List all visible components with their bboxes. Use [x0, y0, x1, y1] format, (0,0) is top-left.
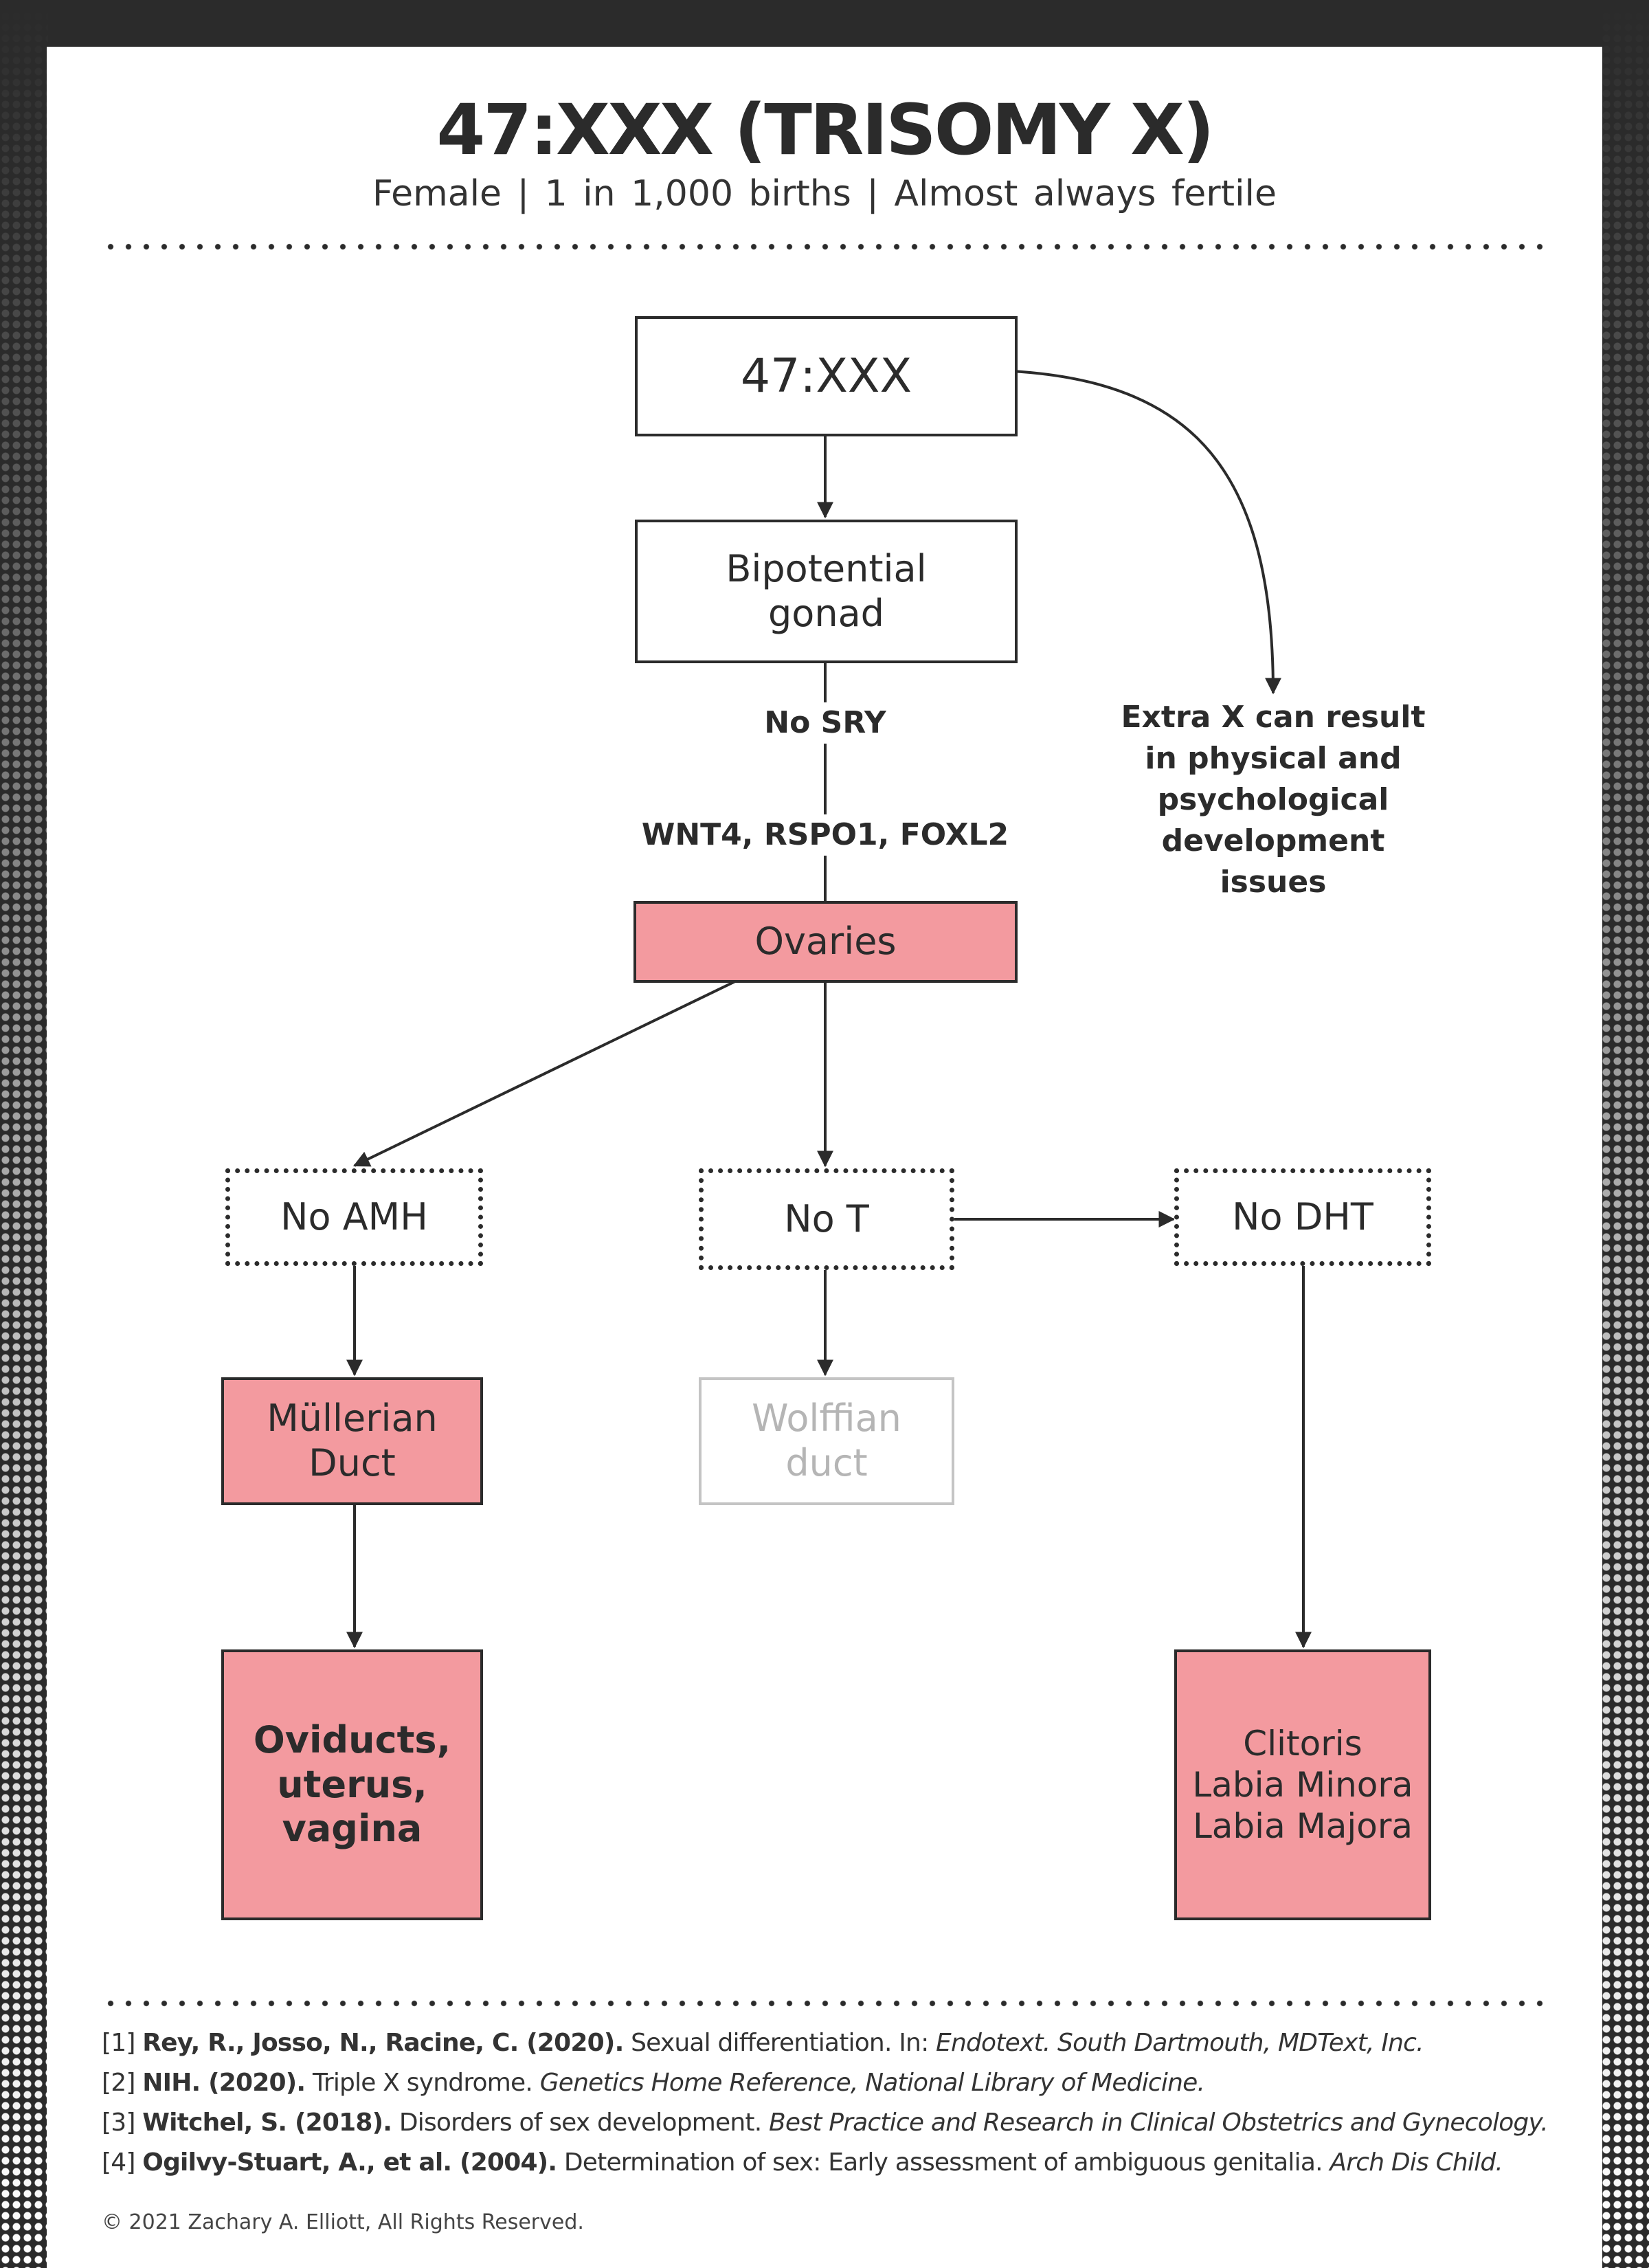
- reference-source: Arch Dis Child.: [1330, 2148, 1503, 2177]
- bipotential-gonad-line-1: Bipotential: [726, 546, 927, 590]
- extra-x-note: Extra X can result in physical and psych…: [1115, 697, 1431, 903]
- extra-x-note-line-2: in physical and: [1145, 741, 1402, 776]
- reference-source: Genetics Home Reference, National Librar…: [539, 2069, 1205, 2097]
- reference-item: [4] Ogilvy-Stuart, A., et al. (2004). De…: [102, 2143, 1558, 2183]
- reference-title: Disorders of sex development.: [392, 2109, 770, 2137]
- gene-factors-label: WNT4, RSPO1, FOXL2: [633, 814, 1018, 856]
- female-external-line-1: Clitoris: [1243, 1724, 1362, 1764]
- no-sry-label: No SRY: [722, 702, 928, 744]
- extra-x-note-line-1: Extra X can result: [1121, 700, 1426, 735]
- reference-title: Triple X syndrome.: [305, 2069, 540, 2097]
- wolffian-duct-line-2: duct: [785, 1441, 868, 1485]
- mullerian-duct-box: Müllerian Duct: [221, 1377, 483, 1505]
- reference-authors: Ogilvy-Stuart, A., et al. (2004).: [142, 2148, 557, 2177]
- halftone-border-left: [0, 0, 48, 2268]
- reference-title: Sexual differentiation. In:: [623, 2029, 936, 2057]
- page-subtitle: Female | 1 in 1,000 births | Almost alwa…: [372, 173, 1277, 214]
- no-dht-label: No DHT: [1232, 1194, 1373, 1238]
- reference-item: [3] Witchel, S. (2018). Disorders of sex…: [102, 2103, 1558, 2143]
- mullerian-duct-line-2: Duct: [309, 1441, 396, 1485]
- page-title: 47:XXX (TRISOMY X): [436, 89, 1214, 171]
- reference-item: [1] Rey, R., Josso, N., Racine, C. (2020…: [102, 2023, 1558, 2063]
- ovaries-box: Ovaries: [633, 901, 1018, 983]
- female-internal-organs-box: Oviducts, uterus, vagina: [221, 1649, 483, 1920]
- female-internal-line-1: Oviducts,: [253, 1717, 451, 1761]
- female-external-line-2: Labia Minora: [1192, 1765, 1413, 1805]
- no-amh-label: No AMH: [280, 1194, 428, 1238]
- arrow-karyotype-to-note: [967, 368, 1281, 695]
- ovaries-label: Ovaries: [754, 920, 897, 964]
- reference-item: [2] NIH. (2020). Triple X syndrome. Gene…: [102, 2063, 1558, 2103]
- karyotype-box: 47:XXX: [635, 316, 1018, 436]
- reference-source: Best Practice and Research in Clinical O…: [769, 2109, 1549, 2137]
- no-amh-box: No AMH: [225, 1168, 483, 1266]
- bipotential-gonad-line-2: gonad: [768, 591, 884, 635]
- female-internal-line-2: uterus,: [277, 1762, 427, 1806]
- reference-authors: NIH. (2020).: [142, 2069, 306, 2097]
- infographic-sheet: 47:XXX (TRISOMY X) Female | 1 in 1,000 b…: [47, 47, 1602, 2268]
- references-list: [1] Rey, R., Josso, N., Racine, C. (2020…: [102, 2023, 1558, 2183]
- reference-number: [2]: [102, 2069, 135, 2097]
- flow-connectors: [346, 368, 1312, 1649]
- no-t-box: No T: [699, 1168, 954, 1270]
- female-external-genitalia-box: Clitoris Labia Minora Labia Majora: [1174, 1649, 1431, 1920]
- extra-x-note-line-3: psychological: [1157, 782, 1389, 817]
- reference-number: [1]: [102, 2029, 135, 2057]
- extra-x-note-line-4: development issues: [1161, 823, 1385, 900]
- no-dht-box: No DHT: [1174, 1168, 1431, 1266]
- dotted-divider-top: [102, 243, 1551, 250]
- bipotential-gonad-box: Bipotential gonad: [635, 520, 1018, 663]
- dotted-divider-bottom: [102, 2000, 1551, 2007]
- reference-authors: Witchel, S. (2018).: [142, 2109, 392, 2137]
- reference-number: [4]: [102, 2148, 135, 2177]
- reference-number: [3]: [102, 2109, 135, 2137]
- mullerian-duct-line-1: Müllerian: [267, 1397, 438, 1441]
- reference-title: Determination of sex: Early assessment o…: [557, 2148, 1330, 2177]
- karyotype-label: 47:XXX: [740, 348, 912, 403]
- female-external-line-3: Labia Majora: [1192, 1806, 1413, 1846]
- wolffian-duct-line-1: Wolffian: [752, 1397, 901, 1441]
- copyright-notice: © 2021 Zachary A. Elliott, All Rights Re…: [102, 2210, 584, 2234]
- halftone-border-right: [1601, 0, 1649, 2268]
- reference-source: Endotext. South Dartmouth, MDText, Inc.: [936, 2029, 1424, 2057]
- wolffian-duct-box: Wolffian duct: [699, 1377, 954, 1505]
- no-t-label: No T: [784, 1197, 869, 1241]
- female-internal-line-3: vagina: [282, 1807, 423, 1851]
- arrow-ovaries-to-noamh: [352, 980, 736, 1167]
- reference-authors: Rey, R., Josso, N., Racine, C. (2020).: [142, 2029, 624, 2057]
